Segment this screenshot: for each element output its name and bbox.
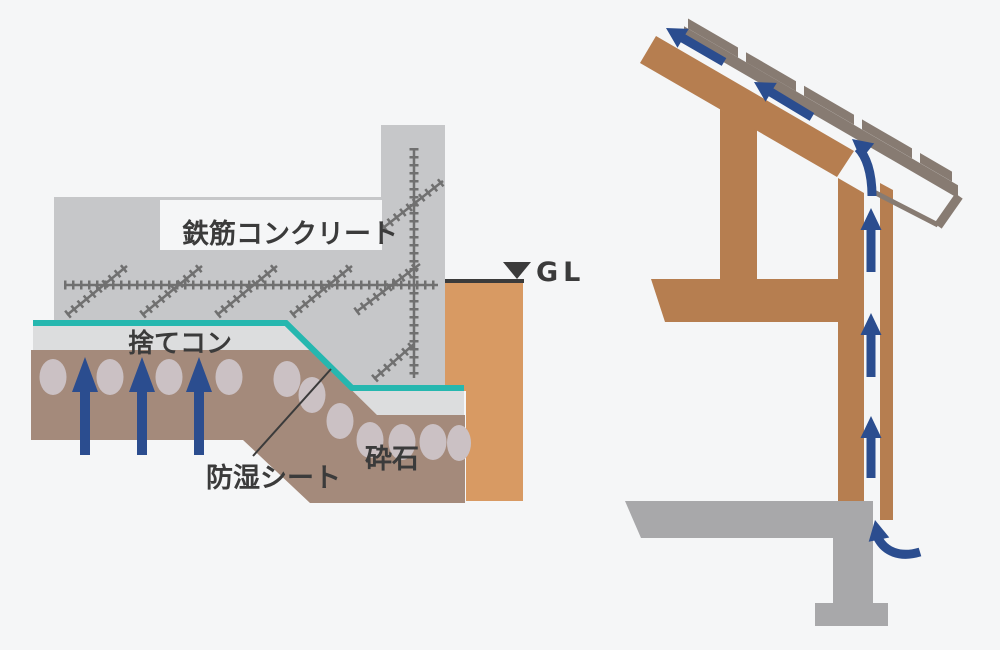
shingle-step — [862, 119, 912, 159]
moisture-sheet-leader-line — [252, 368, 332, 457]
airflow-arrow-roof-mid — [754, 82, 815, 121]
lean-concrete-layer — [33, 326, 464, 415]
crushed-stone-pebbles — [39, 359, 471, 461]
airflow-arrows — [666, 28, 922, 559]
airflow-arrow-intake-head — [868, 520, 890, 542]
up-arrow-icon — [186, 357, 212, 455]
eave-soffit-line — [868, 187, 940, 228]
airflow-arrow-wall-upper — [860, 208, 882, 272]
roof-shingles — [684, 18, 958, 199]
ground-level-label: GL — [536, 257, 585, 288]
floor-beam — [651, 279, 864, 322]
foundation-cross-section: GL 鉄筋コンクリート 捨てコン 砕石 防湿シート — [31, 125, 585, 503]
eave-fascia — [934, 193, 963, 229]
soil-ground — [445, 283, 523, 501]
wall-column — [838, 178, 864, 501]
lean-concrete-label: 捨てコン — [128, 328, 232, 359]
up-arrow-icon — [72, 357, 98, 455]
airflow-arrow-roof-top — [666, 28, 727, 66]
label-background — [160, 200, 382, 250]
airflow-arrow-wall-lower — [860, 416, 882, 478]
shingle-step — [746, 52, 796, 92]
shingle-step — [688, 18, 738, 58]
shingle-step — [920, 153, 952, 182]
exterior-cladding — [880, 183, 893, 520]
moisture-proof-sheet-line — [33, 320, 464, 391]
roof-deck — [640, 36, 854, 177]
shingle-step — [804, 85, 854, 125]
moisture-sheet-label: 防湿シート — [206, 463, 341, 494]
wall-ventilation-section — [625, 18, 963, 626]
interior-post — [720, 109, 757, 279]
airflow-arrow-eave-curve-head — [852, 139, 875, 160]
up-arrow-icon — [129, 357, 155, 455]
airflow-arrow-intake-curve — [872, 533, 922, 559]
airflow-arrow-wall-middle — [860, 313, 882, 377]
moisture-rising-arrows — [72, 357, 212, 455]
foundation-concrete — [625, 501, 888, 626]
rebar-reinforcement — [64, 148, 446, 383]
ground-level-triangle-icon — [503, 262, 531, 279]
reinforced-concrete-label: 鉄筋コンクリート — [182, 218, 398, 250]
crushed-stone-label: 砕石 — [365, 444, 419, 475]
